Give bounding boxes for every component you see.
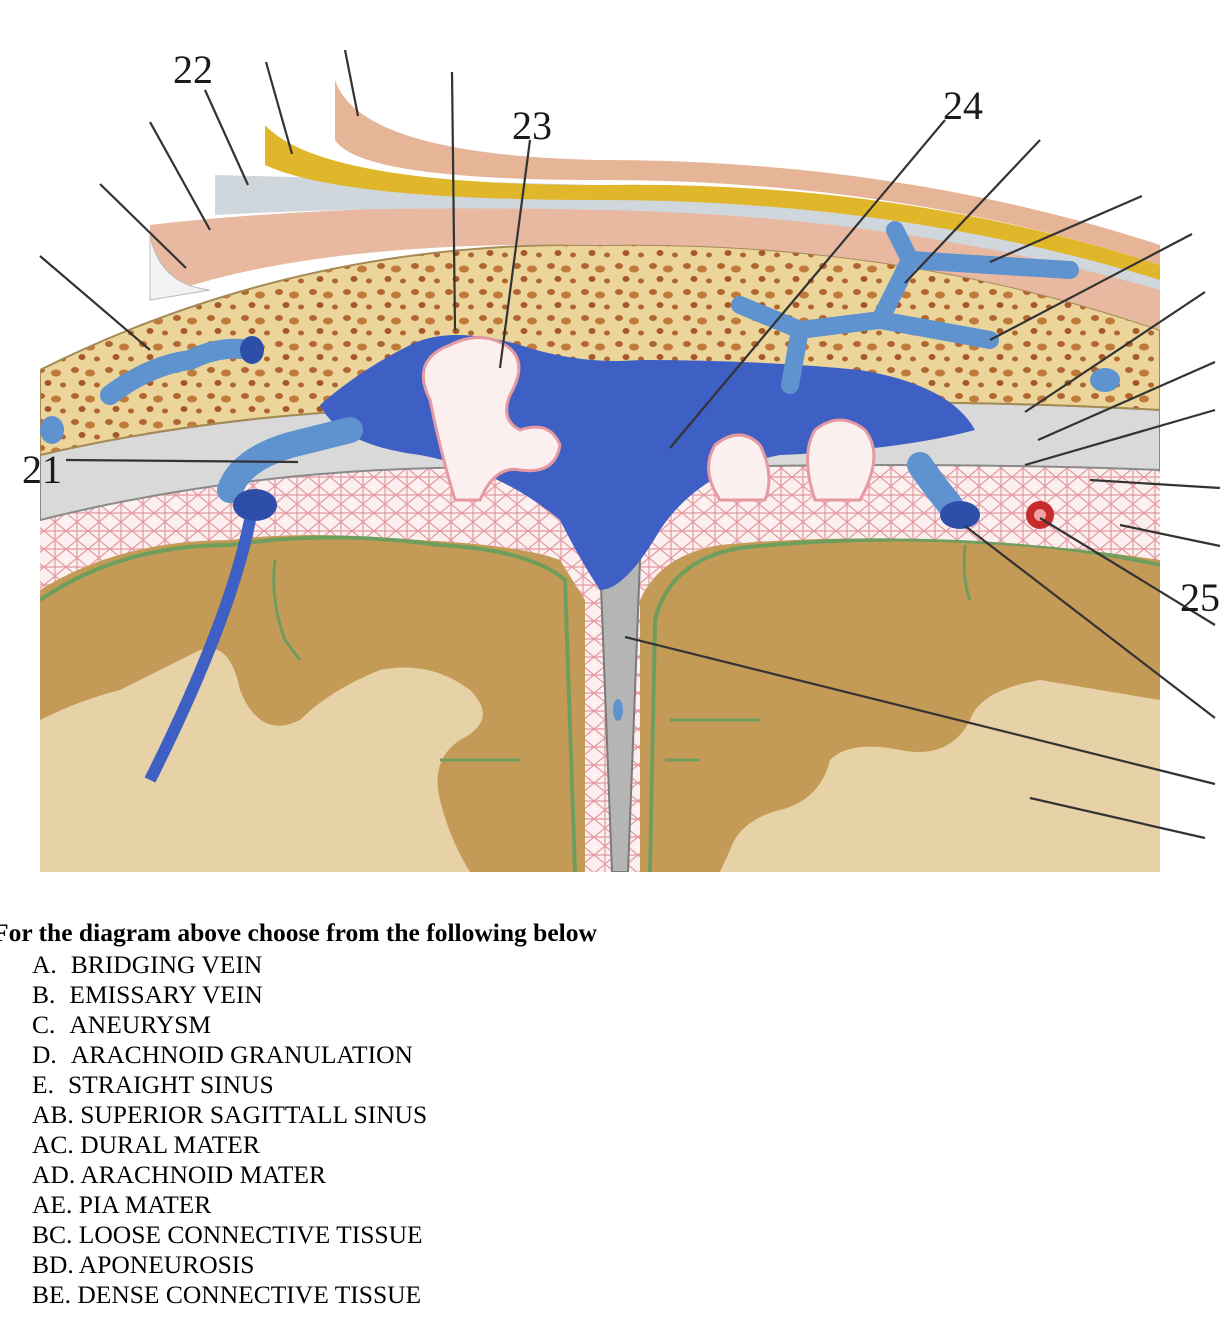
option-c: C. ANEURYSM	[32, 1010, 1226, 1040]
option-text: ARACHNOID MATER	[80, 1160, 326, 1189]
option-text: EMISSARY VEIN	[69, 980, 263, 1009]
loose-tissue	[215, 175, 1160, 290]
question-prompt: For the diagram above choose from the fo…	[0, 918, 597, 947]
pia-sulcus-1	[272, 559, 302, 661]
option-a: A. BRIDGING VEIN	[32, 950, 1226, 980]
option-ae: AE. PIA MATER	[32, 1190, 1226, 1220]
skin-band	[335, 80, 1160, 265]
option-text: DURAL MATER	[80, 1130, 260, 1159]
option-ac: AC. DURAL MATER	[32, 1130, 1226, 1160]
option-text: LOOSE CONNECTIVE TISSUE	[78, 1220, 423, 1249]
option-text: PIA MATER	[78, 1190, 212, 1219]
pia-sulcus-2	[962, 544, 972, 601]
option-letter: A.	[32, 950, 57, 979]
option-letter: AB.	[32, 1100, 74, 1129]
option-letter: AC.	[32, 1130, 74, 1159]
option-letter: D.	[32, 1040, 57, 1069]
option-ab: AB. SUPERIOR SAGITTALL SINUS	[32, 1100, 1226, 1130]
option-text: STRAIGHT SINUS	[67, 1070, 274, 1099]
callout-21: 21	[22, 447, 62, 492]
artery-lumen	[1034, 509, 1046, 521]
callout-25: 25	[1180, 575, 1220, 620]
option-text: DENSE CONNECTIVE TISSUE	[77, 1280, 422, 1309]
question-area: For the diagram above choose from the fo…	[0, 916, 1226, 1310]
option-bc: BC. LOOSE CONNECTIVE TISSUE	[32, 1220, 1226, 1250]
callout-24: 24	[943, 83, 983, 128]
option-letter: C.	[32, 1010, 56, 1039]
left-cortex	[40, 535, 585, 872]
option-text: ANEURYSM	[69, 1010, 212, 1039]
pia-right	[648, 537, 1160, 872]
leader-lines	[39, 49, 1221, 840]
arachnoid-granulations	[421, 336, 876, 502]
option-text: SUPERIOR SAGITTALL SINUS	[80, 1100, 428, 1129]
option-letter: AD.	[32, 1160, 76, 1189]
option-letter: BD.	[32, 1250, 74, 1279]
option-letter: E.	[32, 1070, 54, 1099]
pia-sulcus-3	[440, 718, 760, 762]
callout-23: 23	[512, 103, 552, 148]
arachnoid-layer	[40, 465, 1160, 872]
option-b: B. EMISSARY VEIN	[32, 980, 1226, 1010]
diagram-illustration	[39, 49, 1221, 872]
anatomy-diagram: 21 22 23 24 25	[22, 47, 1221, 872]
option-e: E. STRAIGHT SINUS	[32, 1070, 1226, 1100]
option-ad: AD. ARACHNOID MATER	[32, 1160, 1226, 1190]
option-text: BRIDGING VEIN	[70, 950, 263, 979]
option-letter: B.	[32, 980, 56, 1009]
answer-options: A. BRIDGING VEIN B. EMISSARY VEIN C. ANEURY…	[0, 950, 1226, 1310]
white-fold	[149, 234, 211, 301]
option-d: D. ARACHNOID GRANULATION	[32, 1040, 1226, 1070]
aponeurosis-band	[265, 125, 1160, 280]
pia-left	[40, 535, 577, 872]
option-be: BE. DENSE CONNECTIVE TISSUE	[32, 1280, 1226, 1310]
veins	[40, 221, 1120, 783]
option-bd: BD. APONEUROSIS	[32, 1250, 1226, 1280]
option-letter: BE.	[32, 1280, 71, 1309]
option-text: APONEUROSIS	[78, 1250, 255, 1279]
option-text: ARACHNOID GRANULATION	[70, 1040, 413, 1069]
callout-22: 22	[173, 47, 213, 92]
layers-group	[40, 80, 1160, 872]
inferior-sinus	[613, 699, 623, 721]
option-letter: AE.	[32, 1190, 73, 1219]
option-letter: BC.	[32, 1220, 73, 1249]
